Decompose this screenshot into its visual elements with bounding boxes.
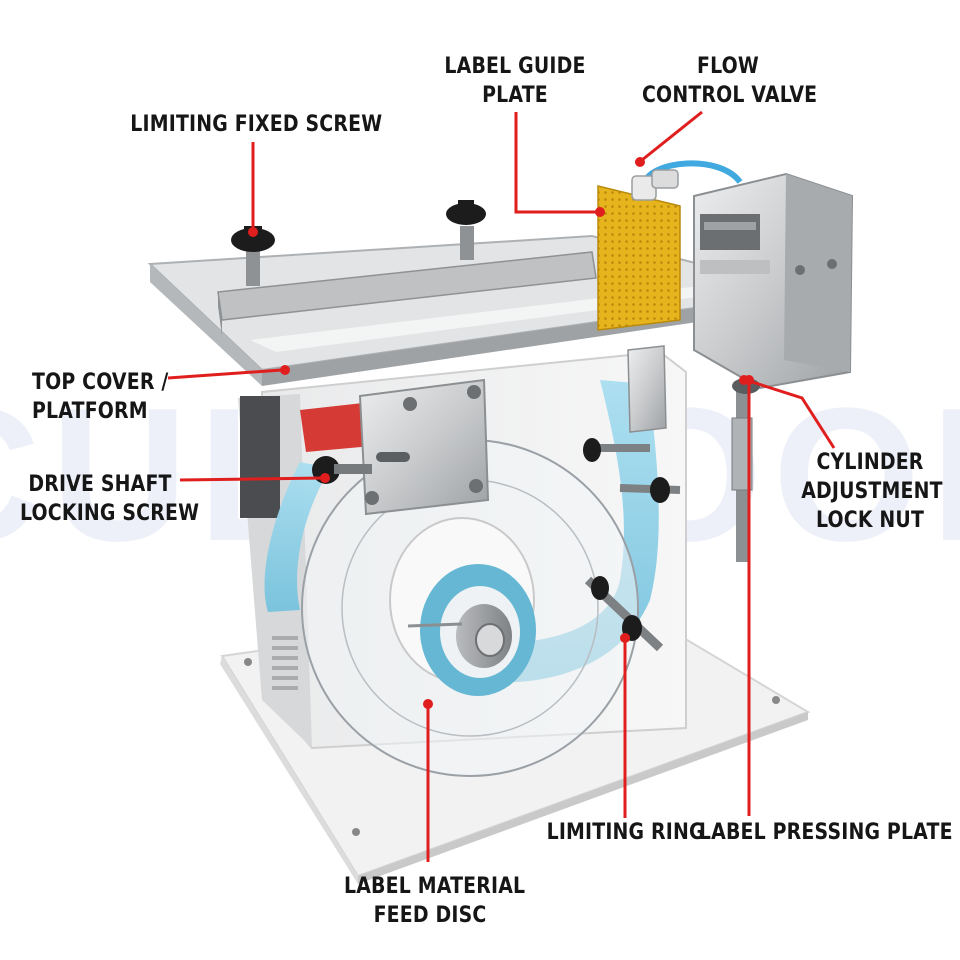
label-limiting-ring: LIMITING RING [546, 820, 705, 845]
leader-limiting-ring [620, 633, 630, 818]
leader-label-guide-plate [514, 112, 605, 217]
label-drive-shaft-locking-screw: DRIVE SHAFT LOCKING SCREW [20, 472, 200, 526]
label-label-pressing-plate: LABEL PRESSING PLATE [698, 820, 953, 845]
label-top-cover-platform: TOP COVER / PLATFORM [32, 370, 169, 424]
label-flow-control-valve: FLOW CONTROL VALVE [642, 54, 818, 108]
limiting-fixed-screws [231, 200, 486, 286]
cylinder-assembly [693, 172, 854, 562]
label-roll [389, 517, 536, 696]
flow-valve [631, 160, 743, 201]
leader-lines [167, 110, 836, 862]
leader-top-cover-platform [167, 365, 290, 380]
label-limiting-fixed-screw: LIMITING FIXED SCREW [130, 112, 383, 137]
guide-plate-mesh [597, 185, 681, 331]
label-label-material-feed-disc: LABEL MATERIAL FEED DISC [344, 874, 526, 928]
leader-label-material-feed-disc [423, 699, 433, 862]
bracket-plate [358, 378, 490, 516]
leader-label-pressing-plate [744, 375, 754, 816]
label-cylinder-adjustment-lock-nut: CYLINDER ADJUSTMENT LOCK NUT [801, 450, 943, 533]
vent-grille [272, 636, 298, 690]
side-bracket [627, 345, 667, 433]
leader-drive-shaft-locking-screw [179, 473, 330, 483]
guide-posts [583, 438, 681, 652]
leader-flow-control-valve [635, 110, 703, 167]
leader-limiting-fixed-screw [248, 142, 258, 237]
label-label-guide-plate: LABEL GUIDE PLATE [444, 54, 586, 108]
